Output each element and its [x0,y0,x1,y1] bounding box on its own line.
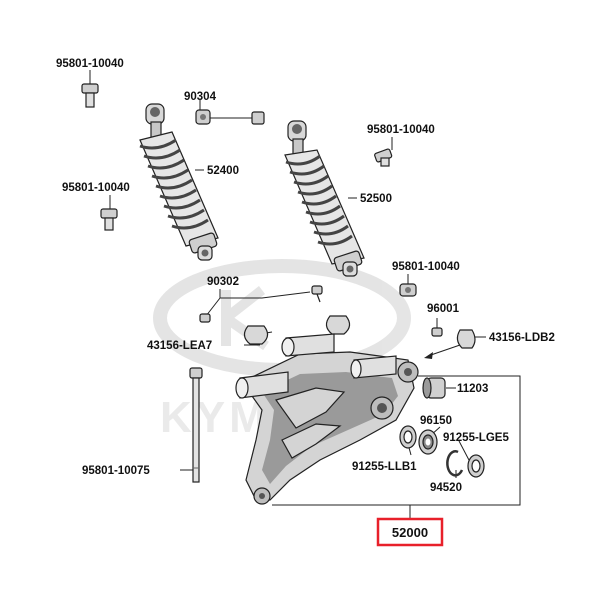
swing-arm-rib-2 [281,423,342,459]
swing-arm-rib-1 [275,387,346,429]
label-bolt-top-left: 95801-10040 [56,58,124,70]
shock-right-coils [285,154,353,246]
label-swing-arm: 52000 [392,525,428,540]
label-seal-right: 91255-LGE5 [443,432,509,444]
label-nut-top: 90304 [184,91,217,103]
bearing-96150 [418,429,438,455]
label-bolt-mid-left: 95801-10040 [62,182,130,194]
swing-arm-pivot-tubes [235,333,397,399]
bolt-top-right [374,148,393,167]
long-bolt-95801-10075 [189,367,203,483]
label-long-bolt: 95801-10075 [82,465,150,477]
swing-arm-lower-hole [259,493,265,499]
label-shock-left: 52400 [207,165,239,177]
arrow-head [424,352,433,359]
label-bushing: 11203 [457,383,488,395]
clamp-43156-LDB2 [456,329,476,349]
bolt-top-left [81,83,99,108]
screws-90302 [199,285,323,323]
bolt-mid-left [100,208,118,231]
part-labels: 95801-10040 90304 52400 95801-10040 5250… [56,58,555,494]
assembly-bracket-frame [272,375,521,506]
highlight-box [376,517,444,547]
shock-left-bottom-hole [201,249,209,257]
seal-91255-LLB1 [399,425,417,449]
label-screw-right: 96001 [427,303,460,315]
shock-right-bottom-hole [346,265,354,273]
label-screw-clamp: 90302 [207,276,239,288]
label-clamp-right: 43156-LDB2 [489,332,555,344]
leader-screw-clamp [219,289,311,299]
swing-arm-bearing-hole [377,403,387,413]
label-bolt-mid-right: 95801-10040 [392,261,460,273]
shock-right-top-hole [292,124,302,134]
bushing-11203 [422,377,446,399]
clamp-43156-LEA7 [243,315,351,345]
leader-screw-clamp-branch [205,297,221,317]
shock-absorber-right [284,120,365,277]
swing-arm-bracket [235,333,419,505]
label-bolt-top-right: 95801-10040 [367,124,435,136]
swing-arm-upper-hole [404,368,412,376]
seal-91255-LGE5 [467,454,485,478]
shock-right-spring-body [284,149,365,265]
label-clamp-left: 43156-LEA7 [147,340,212,352]
shock-left-coils [139,138,209,230]
bolt-mid-right [399,283,417,297]
label-circlip: 94520 [430,482,462,494]
shock-left-spring-body [139,131,219,247]
label-shock-right: 52500 [360,193,392,205]
screw-96001 [431,327,443,337]
main-part-callout: 52000 [376,517,444,547]
shock-left-top-hole [150,107,160,117]
leader-seal-right [458,440,471,463]
label-bearing: 96150 [420,415,452,427]
arrow-clamp-right [427,344,461,357]
shock-absorber-left [139,103,219,261]
circlip-94520 [446,450,464,477]
nut-90304 [195,109,265,125]
label-seal-left: 91255-LLB1 [352,461,417,473]
